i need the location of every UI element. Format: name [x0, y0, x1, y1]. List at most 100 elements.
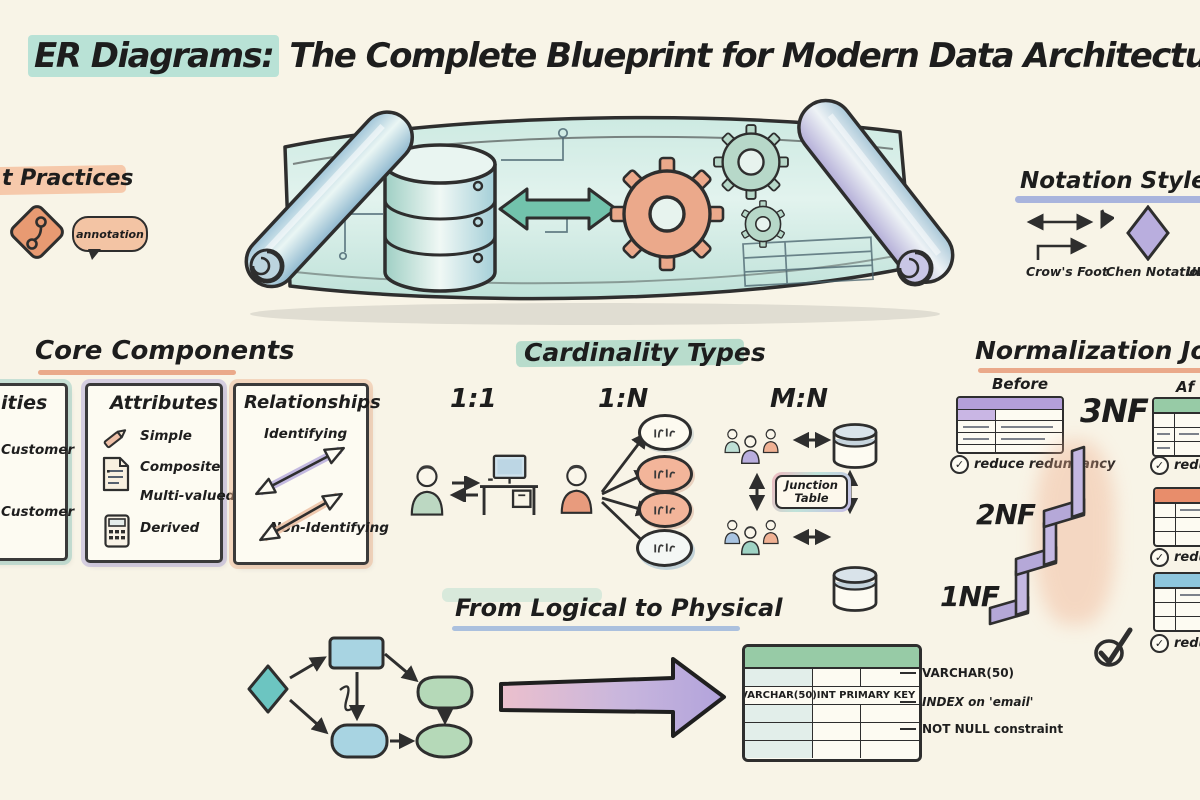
label-2nf: 2NF — [976, 498, 1036, 531]
title-highlighted-part: ER Diagrams: — [28, 35, 280, 77]
chen-diamond-icon — [1126, 205, 1170, 261]
entity-row-customer-2: Customer — [1, 504, 75, 520]
attribute-derived: Derived — [140, 520, 200, 536]
label-3nf: 3NF — [1080, 392, 1149, 430]
before-table-row — [958, 445, 1062, 452]
scribble-glyph — [653, 543, 675, 553]
cell-varchar: VARCHAR(50) — [745, 687, 817, 705]
big-transform-arrow — [499, 657, 726, 738]
physical-table: VARCHAR(50) INT PRIMARY KEY — [742, 644, 922, 762]
cell-int-primary-key: INT PRIMARY KEY — [813, 687, 919, 705]
crows-foot-icon — [1026, 209, 1114, 260]
scribble-glyph — [654, 428, 676, 437]
annotation-speech-bubble: annotation — [72, 216, 148, 260]
check-icon: ✓ — [1150, 456, 1169, 475]
cardinality-heading: Cardinality Types — [524, 338, 766, 367]
uml-label: UM — [1186, 264, 1200, 279]
before-table-row — [958, 421, 1062, 433]
sketch-table — [742, 236, 874, 287]
check-text: reduce — [1174, 550, 1200, 565]
flowchart-rect — [328, 636, 385, 670]
flowchart-terminator-green — [416, 675, 474, 710]
attribute-composite: Composite — [140, 459, 221, 475]
core-components-heading: Core Components — [35, 336, 295, 366]
annotation-label: annotation — [76, 227, 144, 241]
entity-oval-2 — [636, 455, 693, 493]
logical-physical-underline — [452, 626, 740, 631]
database-icon — [383, 143, 497, 293]
entity-oval-3 — [638, 491, 692, 528]
after-label: Af — [1176, 378, 1195, 396]
relationship-identifying: Identifying — [264, 426, 348, 442]
check-after-blue: ✓ reduce — [1150, 634, 1200, 653]
before-table-header — [958, 398, 1062, 410]
person-icon-orange — [560, 464, 593, 514]
flowchart-rounded-rect — [330, 723, 389, 759]
gear-small-icon — [741, 200, 785, 248]
db-cylinder-icon — [832, 566, 878, 612]
blueprint-scroll-illustration — [244, 98, 955, 325]
after-table-green — [1152, 397, 1200, 457]
big-checkmark-icon — [1094, 627, 1133, 667]
scribble-glyph — [653, 469, 675, 479]
before-table-row — [958, 433, 1062, 445]
db-cylinder-top: Cante — [832, 423, 1200, 474]
flowchart-ellipse — [415, 723, 473, 759]
gear-orange-icon — [609, 156, 725, 272]
junction-line1: Junction — [785, 478, 838, 492]
desk-computer-icon — [480, 454, 538, 515]
note-connector — [900, 672, 916, 674]
check-text: reduce — [1174, 636, 1200, 651]
scroll-roll-right — [797, 98, 955, 287]
relationships-card-title: Relationships — [244, 392, 381, 413]
before-label: Before — [992, 375, 1049, 393]
logical-physical-heading: From Logical to Physical — [455, 594, 783, 622]
git-branch-diamond-icon — [10, 205, 64, 259]
one-to-many-label: 1:N — [598, 384, 649, 414]
check-text: reduce — [1174, 458, 1200, 473]
calculator-icon — [104, 514, 130, 548]
physical-table-grid: VARCHAR(50) INT PRIMARY KEY — [745, 669, 919, 758]
exchange-arrows-icon — [449, 476, 481, 502]
person-icon-green — [410, 465, 444, 516]
check-icon: ✓ — [1150, 634, 1169, 653]
note-index-email: INDEX on 'email' — [900, 695, 1033, 709]
crows-foot-scribble — [339, 685, 358, 712]
relationships-card: Relationships Identifying Non-Identifyin… — [233, 383, 389, 565]
scroll-roll-left — [244, 110, 414, 289]
check-after-green: ✓ reduce — [1150, 456, 1200, 475]
attributes-card: Attributes Simple Composite Multi-valued — [85, 383, 235, 563]
people-group-icon-bottom — [724, 519, 779, 556]
before-table — [956, 396, 1064, 454]
relationship-arrows — [255, 446, 345, 542]
entity-row-customer-1: Customer — [1, 442, 75, 458]
note-not-null: NOT NULL constraint — [900, 722, 1063, 736]
note-varchar: VARCHAR(50) — [900, 666, 1014, 680]
crows-foot-label: Crow's Foot — [1026, 264, 1108, 279]
entity-oval-4 — [636, 529, 693, 567]
core-components-underline — [38, 370, 236, 375]
entities-card: ities Customer Customer — [0, 383, 74, 561]
note-text: INDEX on 'email' — [922, 695, 1034, 709]
note-connector — [900, 701, 916, 703]
note-connector — [900, 728, 916, 730]
check-after-orange: ✓ reduce — [1150, 548, 1200, 567]
relationship-non-identifying: Non-Identifying — [270, 520, 389, 536]
practices-heading: t Practices — [2, 166, 134, 191]
db-cylinder-icon — [832, 423, 878, 469]
one-to-one-label: 1:1 — [450, 384, 497, 414]
document-icon — [102, 456, 130, 492]
notation-underline — [1015, 196, 1200, 203]
logical-model-flowchart — [247, 636, 474, 759]
notation-heading: Notation Styles p — [1020, 168, 1200, 194]
after-table-blue — [1153, 572, 1200, 632]
db-cylinder-bottom: Carle — [832, 566, 1200, 617]
junction-table-box: Junction Table — [772, 472, 851, 513]
attribute-multivalued: Multi-valued — [140, 488, 236, 504]
pencil-icon — [103, 429, 127, 449]
gear-green-icon — [713, 124, 789, 200]
page-title: ER Diagrams:The Complete Blueprint for M… — [28, 35, 1200, 77]
scribble-glyph — [654, 505, 676, 514]
before-table-row — [958, 410, 1062, 421]
